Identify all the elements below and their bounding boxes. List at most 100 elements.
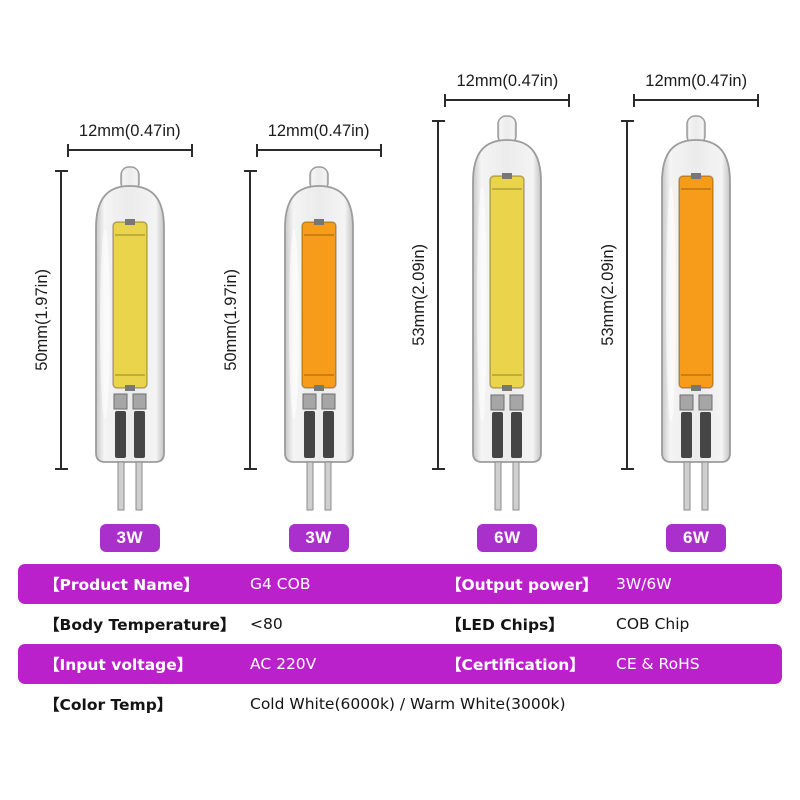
cob-chip bbox=[112, 221, 148, 389]
metal-clamp bbox=[490, 394, 505, 411]
spec-value: CE & RoHS bbox=[616, 655, 700, 673]
height-dimension: 53mm(2.09in) bbox=[599, 120, 635, 470]
width-dimension-label: 12mm(0.47in) bbox=[78, 122, 181, 140]
inner-pin bbox=[700, 412, 712, 458]
spec-row-temperature: 【Body Temperature】 <80 【LED Chips】 COB C… bbox=[18, 604, 782, 644]
spec-value: AC 220V bbox=[250, 655, 317, 673]
height-dimension: 53mm(2.09in) bbox=[410, 120, 446, 470]
spec-label: 【Product Name】 bbox=[44, 576, 199, 594]
spec-value: 3W/6W bbox=[616, 575, 672, 593]
bulb-illustration-2 bbox=[283, 166, 354, 511]
height-dimension: 50mm(1.97in) bbox=[222, 170, 257, 470]
spec-label: 【Color Temp】 bbox=[44, 696, 173, 714]
inner-pin bbox=[303, 411, 315, 458]
bulb-illustration-1 bbox=[94, 166, 165, 511]
spec-label: 【Input voltage】 bbox=[44, 656, 193, 674]
spec-row-product: 【Product Name】 G4 COB 【Output power】 3W/… bbox=[18, 564, 782, 604]
chip-electrode bbox=[502, 385, 513, 391]
power-badge: 3W bbox=[288, 524, 349, 552]
height-dimension-line bbox=[243, 170, 257, 470]
glass-highlight bbox=[477, 186, 488, 422]
width-dimension: 12mm(0.47in) bbox=[633, 72, 760, 107]
height-dimension-line bbox=[621, 120, 635, 470]
inner-pin bbox=[133, 411, 145, 458]
bulb-figure-4: 12mm(0.47in) 53mm(2.09in) bbox=[599, 72, 760, 552]
power-badge: 6W bbox=[477, 524, 538, 552]
height-dimension-label: 50mm(1.97in) bbox=[221, 269, 240, 371]
spec-label: 【Body Temperature】 bbox=[44, 616, 236, 634]
width-dimension: 12mm(0.47in) bbox=[66, 122, 193, 157]
width-dimension-line bbox=[66, 144, 193, 157]
metal-clamp bbox=[679, 394, 694, 411]
glass-highlight bbox=[288, 229, 299, 419]
cob-chip bbox=[300, 221, 337, 389]
inner-pin bbox=[492, 412, 504, 458]
height-dimension: 50mm(1.97in) bbox=[33, 170, 68, 470]
cob-chip bbox=[678, 175, 714, 389]
g4-pin bbox=[512, 461, 520, 511]
power-badge: 3W bbox=[99, 524, 160, 552]
bulb-stack: 50mm(1.97in) bbox=[222, 164, 364, 519]
g4-pin bbox=[494, 461, 502, 511]
chip-electrode bbox=[124, 385, 135, 391]
spec-row-color-temp: 【Color Temp】 Cold White(6000k) / Warm Wh… bbox=[18, 684, 782, 724]
cob-chip bbox=[489, 175, 526, 389]
g4-pin bbox=[324, 461, 332, 511]
width-dimension-label: 12mm(0.47in) bbox=[456, 72, 559, 90]
bulb-stack: 50mm(1.97in) bbox=[33, 164, 175, 519]
width-dimension-line bbox=[633, 94, 760, 107]
metal-clamp bbox=[302, 393, 317, 410]
height-dimension-label: 53mm(2.09in) bbox=[599, 244, 618, 346]
glass-highlight bbox=[99, 229, 110, 419]
g4-pin bbox=[683, 461, 691, 511]
g4-pin bbox=[135, 461, 143, 511]
width-dimension: 12mm(0.47in) bbox=[444, 72, 571, 107]
power-badge: 6W bbox=[666, 524, 727, 552]
metal-clamp bbox=[321, 393, 336, 410]
metal-clamp bbox=[132, 393, 147, 410]
height-dimension-label: 53mm(2.09in) bbox=[410, 244, 429, 346]
g4-pin bbox=[701, 461, 709, 511]
width-dimension-line bbox=[255, 144, 382, 157]
inner-pin bbox=[511, 412, 523, 458]
spec-value: COB Chip bbox=[616, 615, 690, 633]
metal-clamp bbox=[698, 394, 713, 411]
spec-value: <80 bbox=[250, 615, 283, 633]
inner-pin bbox=[681, 412, 693, 458]
width-dimension-line bbox=[444, 94, 571, 107]
bulb-illustration-4 bbox=[661, 115, 732, 511]
g4-pin bbox=[306, 461, 314, 511]
metal-clamp bbox=[113, 393, 128, 410]
bulb-illustration-3 bbox=[472, 115, 543, 511]
bulb-figure-2: 12mm(0.47in) 50mm(1.97in) bbox=[222, 122, 382, 552]
bulb-stack: 53mm(2.09in) bbox=[410, 114, 552, 519]
spec-value: Cold White(6000k) / Warm White(3000k) bbox=[250, 695, 566, 713]
spec-label: 【Output power】 bbox=[446, 576, 598, 594]
chip-electrode bbox=[691, 385, 702, 391]
bulb-gallery: 12mm(0.47in) 50mm(1.97in) bbox=[33, 72, 760, 552]
width-dimension-label: 12mm(0.47in) bbox=[267, 122, 370, 140]
spec-row-voltage: 【Input voltage】 AC 220V 【Certification】 … bbox=[18, 644, 782, 684]
height-dimension-line bbox=[432, 120, 446, 470]
glass-highlight bbox=[666, 186, 677, 422]
spec-value: G4 COB bbox=[250, 575, 311, 593]
spec-table: 【Product Name】 G4 COB 【Output power】 3W/… bbox=[18, 564, 782, 724]
chip-electrode bbox=[313, 219, 324, 225]
chip-electrode bbox=[502, 173, 513, 179]
chip-electrode bbox=[313, 385, 324, 391]
spec-label: 【LED Chips】 bbox=[446, 616, 564, 634]
width-dimension-label: 12mm(0.47in) bbox=[645, 72, 748, 90]
chip-electrode bbox=[124, 219, 135, 225]
chip-electrode bbox=[691, 173, 702, 179]
g4-pin bbox=[117, 461, 125, 511]
bulb-stack: 53mm(2.09in) bbox=[599, 114, 741, 519]
inner-pin bbox=[114, 411, 126, 458]
width-dimension: 12mm(0.47in) bbox=[255, 122, 382, 157]
height-dimension-label: 50mm(1.97in) bbox=[32, 269, 51, 371]
metal-clamp bbox=[509, 394, 524, 411]
height-dimension-line bbox=[54, 170, 68, 470]
spec-label: 【Certification】 bbox=[446, 656, 585, 674]
bulb-figure-3: 12mm(0.47in) 53mm(2.09in) bbox=[410, 72, 571, 552]
bulb-figure-1: 12mm(0.47in) 50mm(1.97in) bbox=[33, 122, 193, 552]
